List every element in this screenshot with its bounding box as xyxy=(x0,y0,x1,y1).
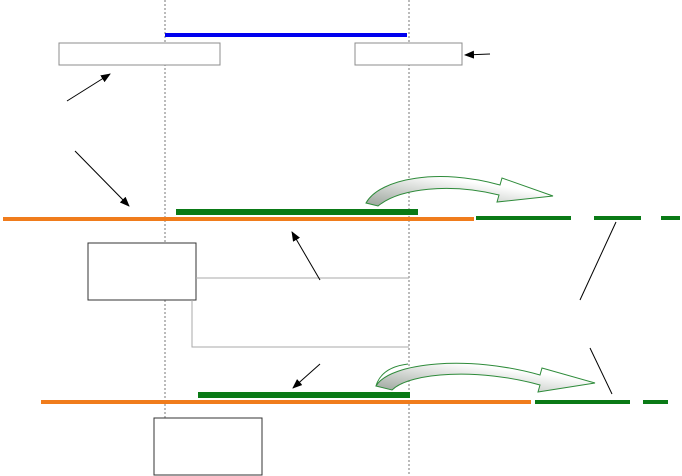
connector-lower xyxy=(191,300,409,348)
middle-left-box xyxy=(87,242,197,301)
diagonal-line-lower-right xyxy=(589,347,613,395)
top-right-box xyxy=(354,42,463,66)
upper-curved-shift-arrow xyxy=(365,176,554,207)
top-left-box xyxy=(58,42,221,66)
lower-curved-shift-arrow xyxy=(375,362,596,393)
bottom-box xyxy=(153,417,263,476)
pointer-arrow-to-upper-segment xyxy=(291,231,321,281)
pointer-arrow-to-top-left-box xyxy=(66,73,111,102)
lower-curved-arrow-tail xyxy=(375,363,409,387)
pointer-arrow-to-upper-track xyxy=(74,150,130,207)
pointer-arrow-to-lower-segment xyxy=(292,363,321,389)
diagonal-line-upper-right xyxy=(579,221,617,301)
pointer-arrow-to-top-right-box xyxy=(464,50,491,59)
